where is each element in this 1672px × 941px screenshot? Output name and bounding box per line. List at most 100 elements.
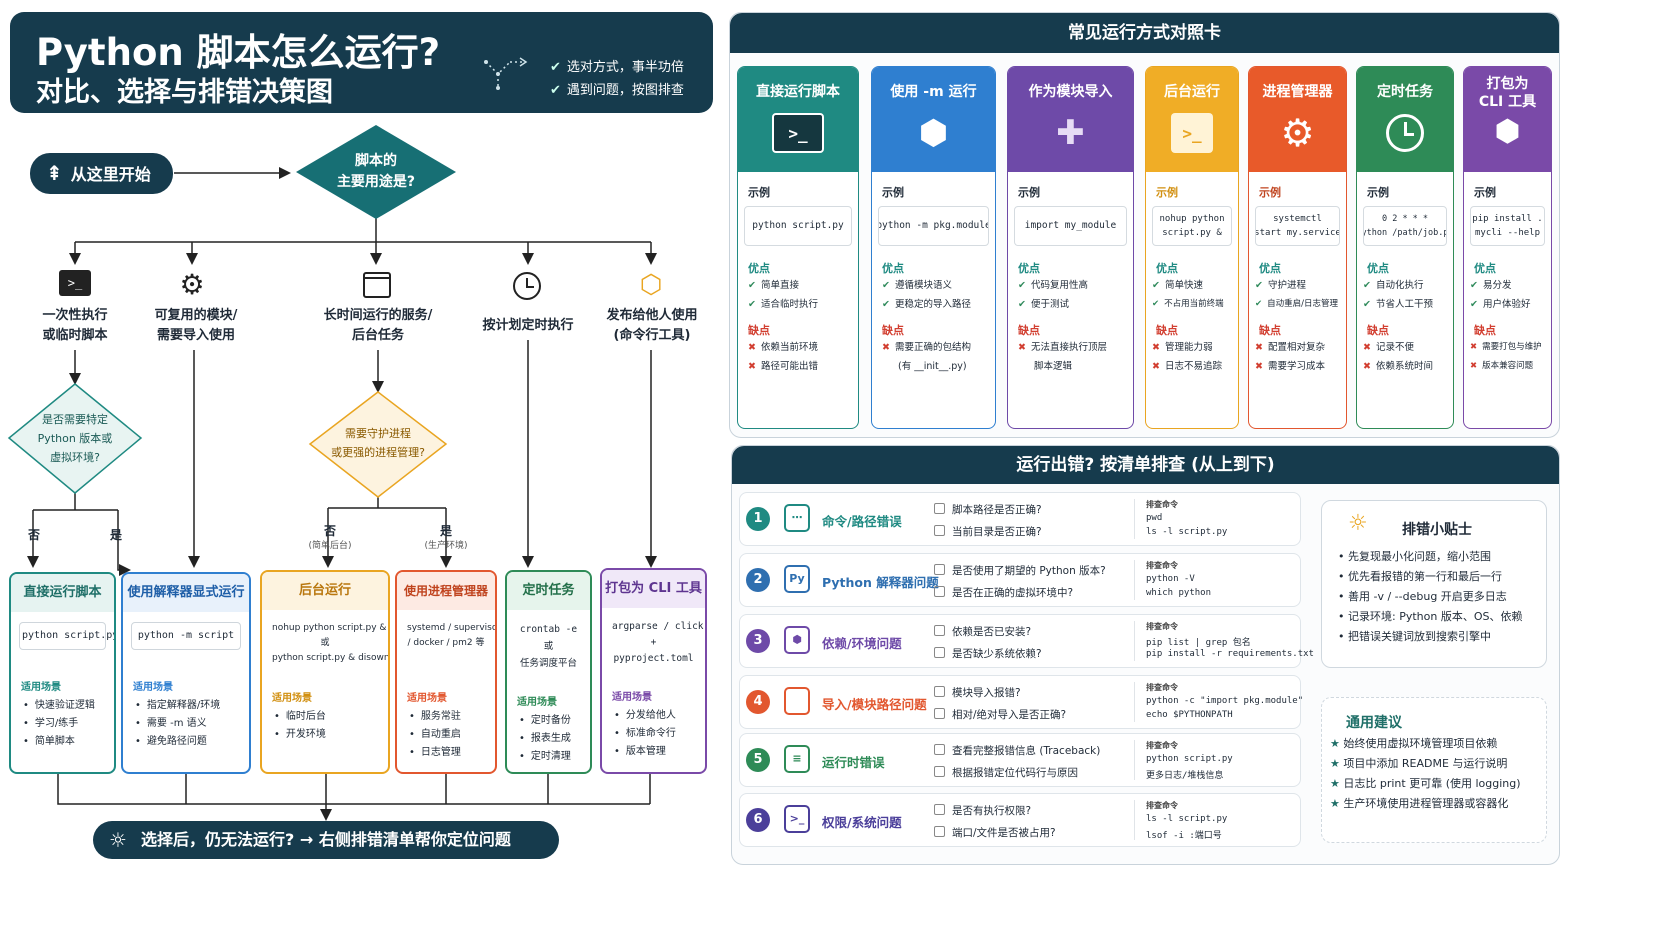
check-item: 是否在正确的虚拟环境中? [934, 585, 1073, 600]
command-line: 更多日志/堆栈信息 [1146, 771, 1224, 781]
decision-main-diamond [296, 125, 456, 219]
divider [1134, 621, 1135, 661]
command-line: python -V [1146, 574, 1195, 584]
check-icon: ✔ [748, 299, 756, 310]
command-line: lsof -i :端口号 [1146, 831, 1222, 841]
step-title: 运行时错误 [822, 755, 885, 770]
check-item: 查看完整报错信息 (Traceback) [934, 743, 1100, 758]
cross-icon: ✖ [882, 342, 890, 353]
gear-icon: ⚙ [179, 268, 205, 301]
puzzle-icon: ✚ [1056, 113, 1085, 153]
cross-icon: ✖ [1152, 361, 1160, 372]
terminal-file-icon: >_ [1171, 113, 1213, 153]
command-line: ls -l script.py [1146, 814, 1228, 824]
step-title: 权限/系统问题 [822, 815, 902, 830]
python-icon: Py [784, 565, 810, 593]
compare-title: 常见运行方式对照卡 [730, 13, 1559, 53]
check-icon: ✔ [882, 280, 890, 291]
check-item: 是否使用了期望的 Python 版本? [934, 563, 1106, 578]
command-line: echo $PYTHONPATH [1146, 710, 1233, 720]
check-icon: ✔ [1363, 280, 1371, 291]
header-banner: Python 脚本怎么运行? 对比、选择与排错决策图 ✔选对方式，事半功倍 ✔遇… [10, 12, 713, 113]
check-item: 相对/绝对导入是否正确? [934, 707, 1066, 722]
list-item: ★ 项目中添加 README 与运行说明 [1330, 757, 1508, 770]
result-card-interpreter: 使用解释器显式运行 python -m script 适用场景 指定解释器/环境… [121, 572, 251, 774]
list-item: • 优先看报错的第一行和最后一行 [1338, 570, 1502, 583]
lightbulb-icon: ☼ [109, 828, 127, 852]
list-item: • 先复现最小化问题，缩小范围 [1338, 550, 1491, 563]
terminal-path-icon: ⋯ [784, 504, 810, 532]
check-item: 是否缺少系统依赖? [934, 646, 1042, 661]
step-title: 命令/路径错误 [822, 514, 902, 529]
list-item: ★ 始终使用虚拟环境管理项目依赖 [1330, 737, 1498, 750]
check-icon: ✔ [1255, 280, 1263, 291]
terminal-icon: >_ [45, 270, 105, 300]
advice-title: 通用建议 [1346, 715, 1402, 731]
package-icon: ⬢ [1494, 114, 1521, 149]
command-line: pip list | grep 包名 [1146, 638, 1251, 648]
divider [1134, 682, 1135, 722]
compare-card-cron: 定时任务 示例 0 2 * * *python /path/job.py 优点 … [1356, 66, 1454, 429]
flow-diagram-icon [484, 57, 528, 90]
header-badge-2: ✔遇到问题，按图排查 [550, 83, 684, 98]
check-item: 脚本路径是否正确? [934, 502, 1042, 517]
bottom-note: ☼ 选择后，仍无法运行? → 右侧排错清单帮你定位问题 [93, 821, 559, 859]
step-title: 依赖/环境问题 [822, 636, 902, 651]
list-item: • 把错误关键词放到搜索引擎中 [1338, 630, 1491, 643]
cross-icon: ✖ [1470, 361, 1478, 371]
divider [1134, 800, 1135, 840]
check-icon: ✔ [1470, 280, 1478, 291]
lightbulb-icon: ☼ [1348, 511, 1368, 536]
server-window-icon [363, 272, 391, 298]
main-question: 脚本的 主要用途是? [336, 153, 416, 190]
tips-title: 排错小贴士 [1402, 522, 1472, 538]
command-line: pip install -r requirements.txt [1146, 649, 1314, 659]
check-icon: ✔ [1255, 299, 1263, 309]
cross-icon: ✖ [748, 342, 756, 353]
star-icon: ★ [1330, 797, 1340, 810]
terminal-icon: >_ [772, 113, 824, 153]
step-number: 3 [746, 629, 770, 653]
gear-icon: ⚙ [1280, 111, 1315, 155]
code-icon [784, 687, 810, 715]
check-item: 端口/文件是否被占用? [934, 825, 1056, 840]
step-number: 1 [746, 507, 770, 531]
result-card-cli: 打包为 CLI 工具 argparse / click+pyproject.to… [600, 568, 707, 774]
decision-env-no: 否 [27, 528, 40, 542]
decision-env-yes: 是 [109, 528, 122, 542]
divider [1134, 740, 1135, 780]
branch-service: 长时间运行的服务/后台任务 [323, 308, 433, 343]
box-icon: ⬢ [918, 113, 949, 153]
cross-icon: ✖ [748, 361, 756, 372]
box-icon: ⬢ [784, 626, 810, 654]
check-icon: ✔ [1018, 299, 1026, 310]
signpost-icon: ⇞ [46, 161, 63, 185]
troubleshoot-row: 3 ⬢ 依赖/环境问题 依赖是否已安装? 是否缺少系统依赖? 排查命令 pip list |… [739, 614, 1314, 668]
header-badge-1: ✔选对方式，事半功倍 [550, 60, 684, 75]
command-label: 排查命令 [1146, 500, 1178, 509]
result-card-direct: 直接运行脚本 python script.py 适用场景 快速验证逻辑学习/练手… [9, 572, 116, 774]
cross-icon: ✖ [1018, 342, 1026, 353]
check-item: 当前目录是否正确? [934, 524, 1042, 539]
command-line: python -c "import pkg.module" [1146, 696, 1304, 706]
list-item: ★ 生产环境使用进程管理器或容器化 [1330, 797, 1509, 810]
command-label: 排查命令 [1146, 622, 1178, 631]
command-line: python script.py [1146, 754, 1233, 764]
branch-oneoff: 一次性执行或临时脚本 [42, 308, 108, 343]
clock-icon [513, 272, 541, 300]
list-item: • 记录环境: Python 版本、OS、依赖 [1338, 610, 1523, 623]
tips-list: • 先复现最小化问题，缩小范围 • 优先看报错的第一行和最后一行 • 善用 -v… [1338, 547, 1522, 647]
check-item: 依赖是否已安装? [934, 624, 1031, 639]
page-subtitle: 对比、选择与排错决策图 [36, 77, 333, 108]
step-number: 5 [746, 748, 770, 772]
list-item: • 善用 -v / --debug 开启更多日志 [1338, 590, 1507, 603]
star-icon: ★ [1330, 757, 1340, 770]
document-icon: ≡ [784, 745, 810, 773]
decision-daemon-diamond [308, 391, 448, 498]
start-pill: ⇞从这里开始 [30, 153, 173, 194]
flow-connectors [7, 125, 657, 821]
